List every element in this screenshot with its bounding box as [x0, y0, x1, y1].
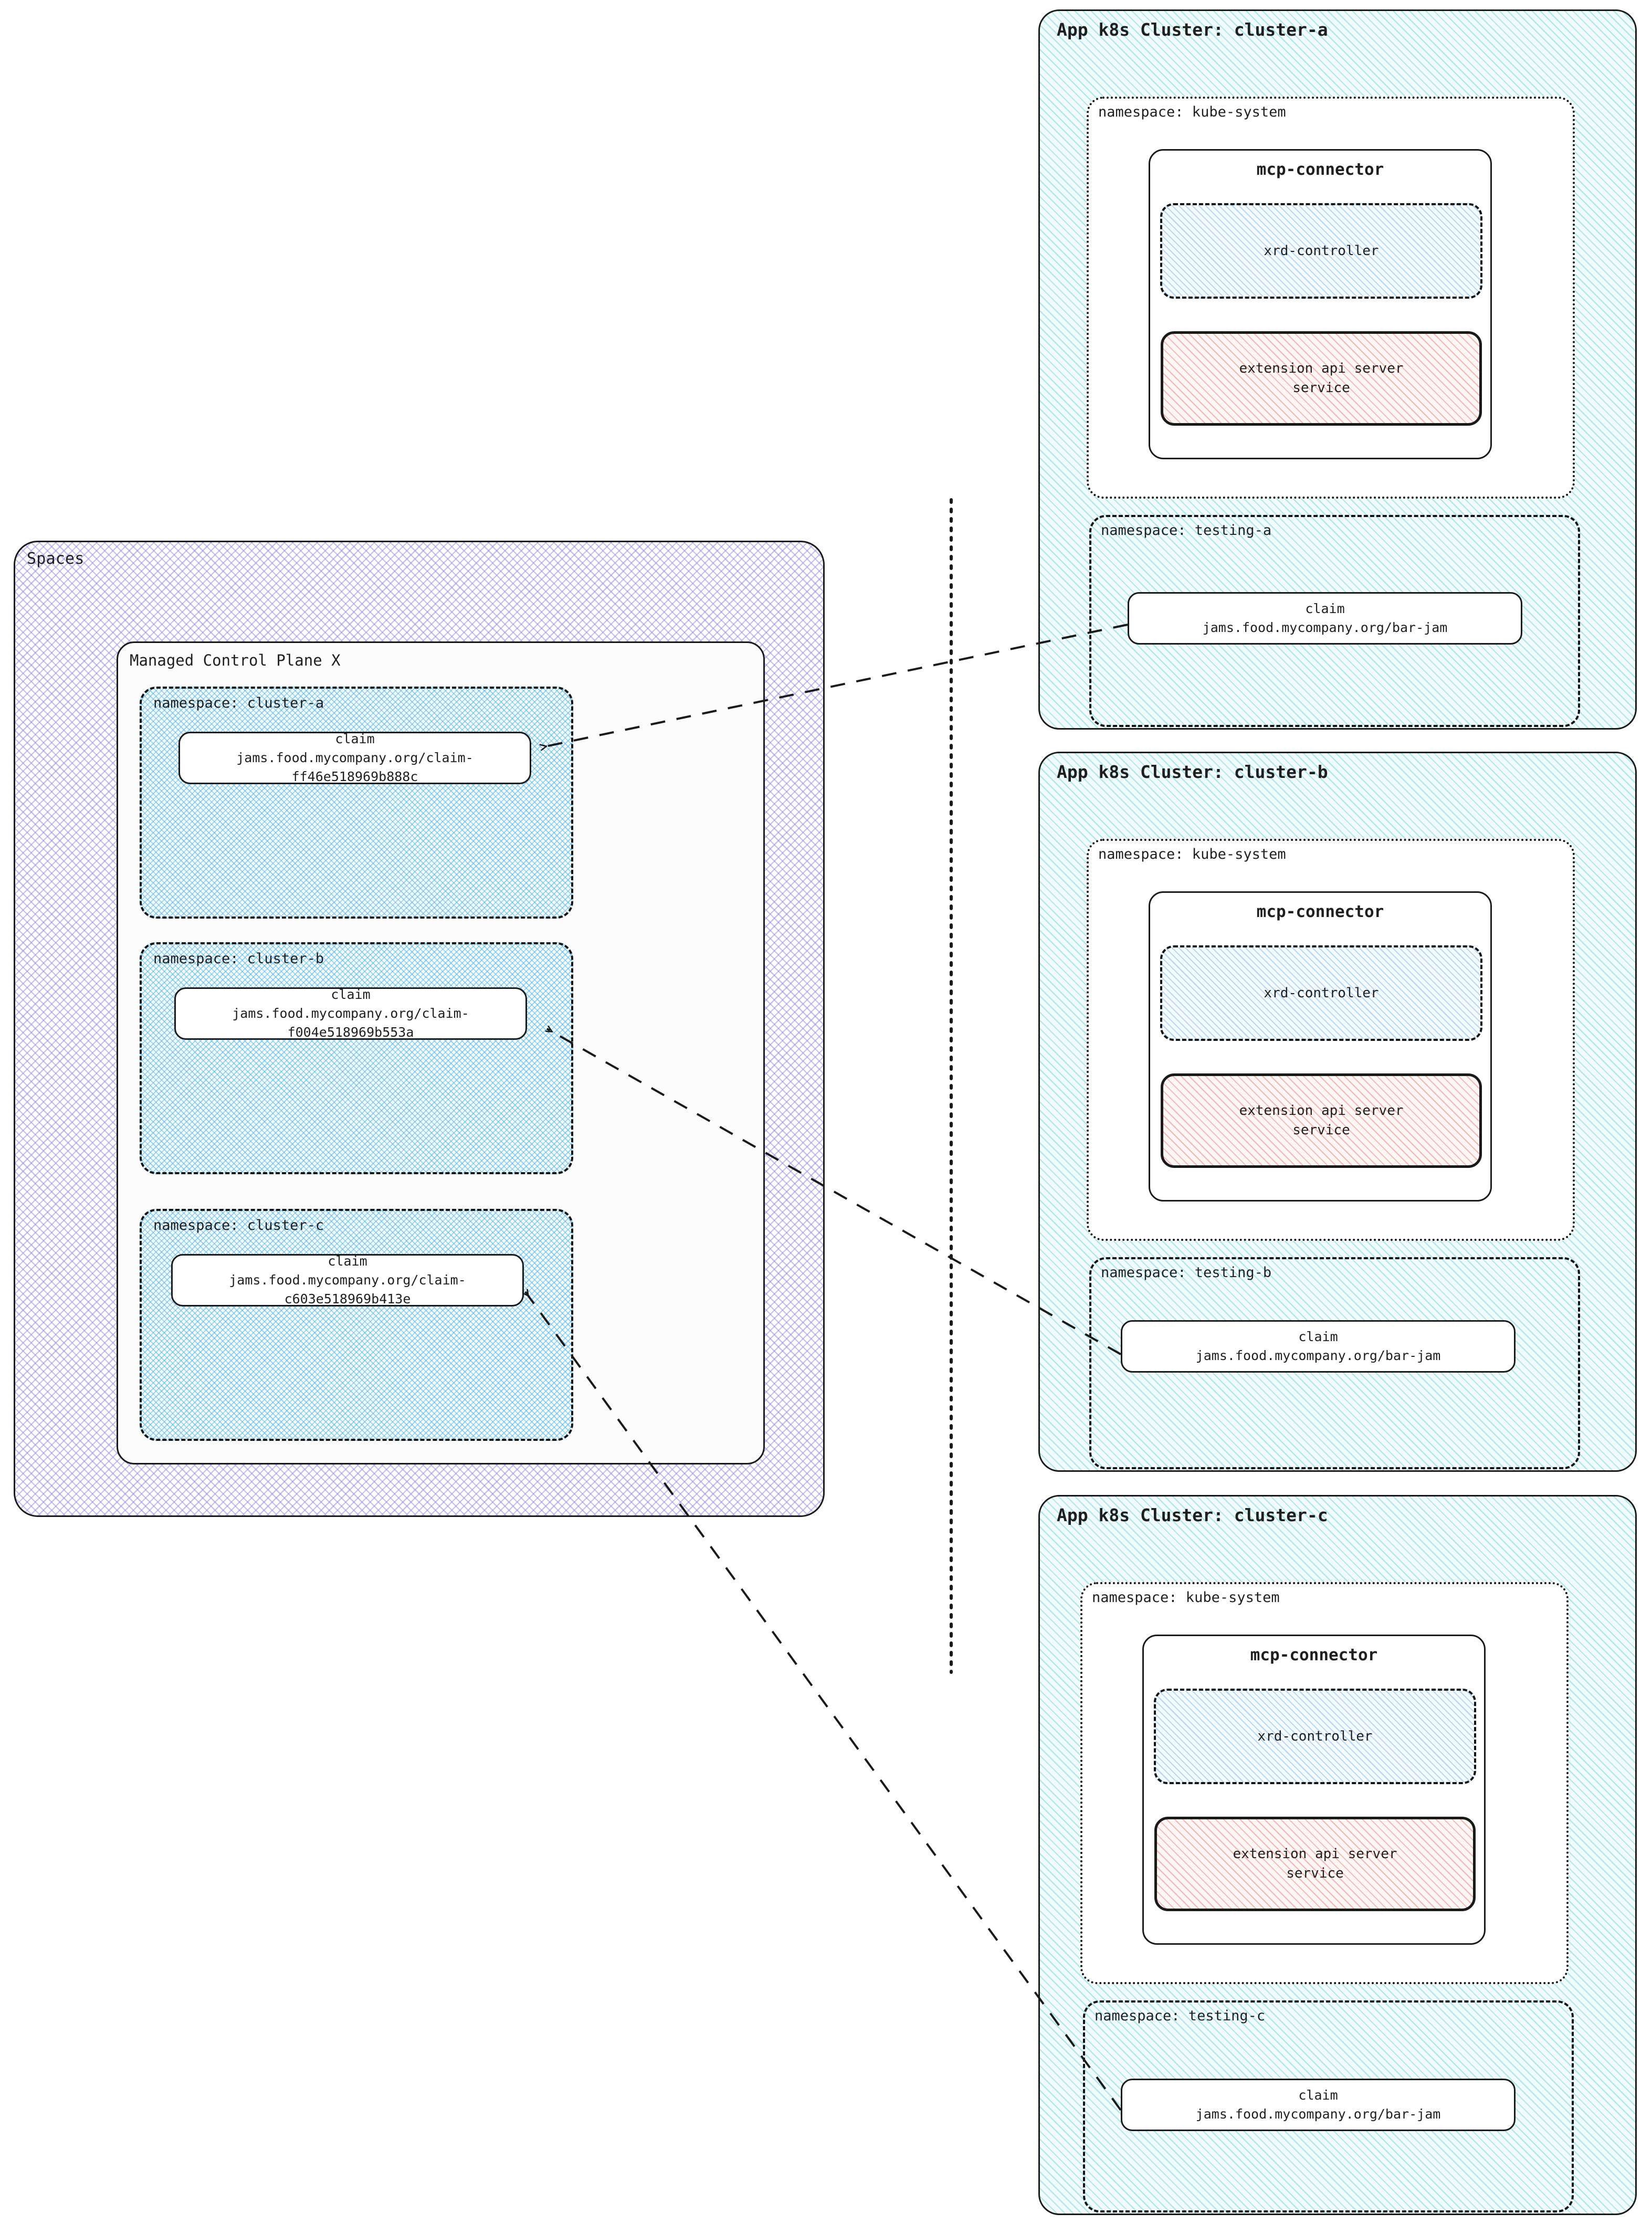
- claim-kind: claim: [1298, 1329, 1338, 1344]
- cluster-c-extension-api-label: extension api server service: [1233, 1846, 1397, 1881]
- claim-ref: jams.food.mycompany.org/claim- ff46e5189…: [236, 750, 473, 785]
- claim-ref: jams.food.mycompany.org/claim- c603e5189…: [229, 1272, 466, 1307]
- cluster-a-xrd-controller-label: xrd-controller: [1264, 243, 1379, 259]
- cluster-a-title: App k8s Cluster: cluster-a: [1057, 19, 1328, 40]
- claim-ref: jams.food.mycompany.org/bar-jam: [1202, 620, 1448, 635]
- claim-cluster-c[interactable]: claim jams.food.mycompany.org/claim- c60…: [171, 1253, 524, 1307]
- cluster-c-kube-system-label: namespace: kube-system: [1092, 1589, 1280, 1606]
- cluster-c-xrd-controller-label: xrd-controller: [1257, 1729, 1373, 1744]
- cluster-b-mcp-connector-title: mcp-connector: [1256, 902, 1384, 921]
- spaces-title: Spaces: [27, 550, 85, 568]
- claim-kind: claim: [335, 731, 375, 746]
- claim-kind: claim: [331, 986, 371, 1002]
- cluster-b-xrd-controller-label: xrd-controller: [1264, 985, 1379, 1001]
- cluster-c-mcp-connector-title: mcp-connector: [1250, 1646, 1378, 1664]
- claim-kind: claim: [1298, 2087, 1338, 2103]
- cluster-b-testing-claim[interactable]: claim jams.food.mycompany.org/bar-jam: [1121, 1320, 1516, 1373]
- cluster-a-extension-api-server: extension api server service: [1161, 331, 1482, 426]
- managed-control-plane-title: Managed Control Plane X: [130, 651, 341, 669]
- claim-cluster-a[interactable]: claim jams.food.mycompany.org/claim- ff4…: [178, 731, 531, 785]
- claim-kind: claim: [328, 1253, 367, 1269]
- cluster-b-title: App k8s Cluster: cluster-b: [1057, 762, 1328, 782]
- namespace-cluster-a-label: namespace: cluster-a: [153, 695, 324, 711]
- claim-ref: jams.food.mycompany.org/claim- f004e5189…: [232, 1005, 469, 1040]
- claim-ref: jams.food.mycompany.org/bar-jam: [1195, 2106, 1441, 2122]
- cluster-a-testing-claim[interactable]: claim jams.food.mycompany.org/bar-jam: [1128, 592, 1522, 645]
- namespace-cluster-a: namespace: cluster-a: [140, 687, 573, 919]
- cluster-c-xrd-controller: xrd-controller: [1154, 1689, 1476, 1784]
- namespace-cluster-b-label: namespace: cluster-b: [153, 951, 324, 967]
- claim-kind: claim: [1305, 600, 1345, 616]
- cluster-a-testing-label: namespace: testing-a: [1101, 522, 1272, 539]
- cluster-a-mcp-connector-title: mcp-connector: [1256, 160, 1384, 179]
- cluster-a-kube-system-label: namespace: kube-system: [1098, 104, 1286, 120]
- cluster-b-extension-api-server: extension api server service: [1161, 1073, 1482, 1168]
- cluster-c-title: App k8s Cluster: cluster-c: [1057, 1505, 1328, 1525]
- cluster-b-xrd-controller: xrd-controller: [1160, 945, 1482, 1041]
- cluster-c-testing-claim[interactable]: claim jams.food.mycompany.org/bar-jam: [1121, 2079, 1516, 2131]
- cluster-c-extension-api-server: extension api server service: [1154, 1817, 1476, 1911]
- cluster-a-xrd-controller: xrd-controller: [1160, 203, 1482, 299]
- claim-ref: jams.food.mycompany.org/bar-jam: [1195, 1348, 1441, 1363]
- namespace-cluster-c: namespace: cluster-c: [140, 1209, 573, 1441]
- cluster-b-testing-label: namespace: testing-b: [1101, 1264, 1272, 1281]
- namespace-cluster-c-label: namespace: cluster-c: [153, 1217, 324, 1234]
- cluster-b-extension-api-label: extension api server service: [1239, 1103, 1404, 1138]
- cluster-b-kube-system-label: namespace: kube-system: [1098, 846, 1286, 862]
- namespace-cluster-b: namespace: cluster-b: [140, 942, 573, 1174]
- cluster-a-extension-api-label: extension api server service: [1239, 361, 1404, 396]
- cluster-a-namespace-testing: namespace: testing-a: [1089, 515, 1580, 727]
- claim-cluster-b[interactable]: claim jams.food.mycompany.org/claim- f00…: [174, 987, 527, 1040]
- cluster-c-testing-label: namespace: testing-c: [1095, 2008, 1266, 2024]
